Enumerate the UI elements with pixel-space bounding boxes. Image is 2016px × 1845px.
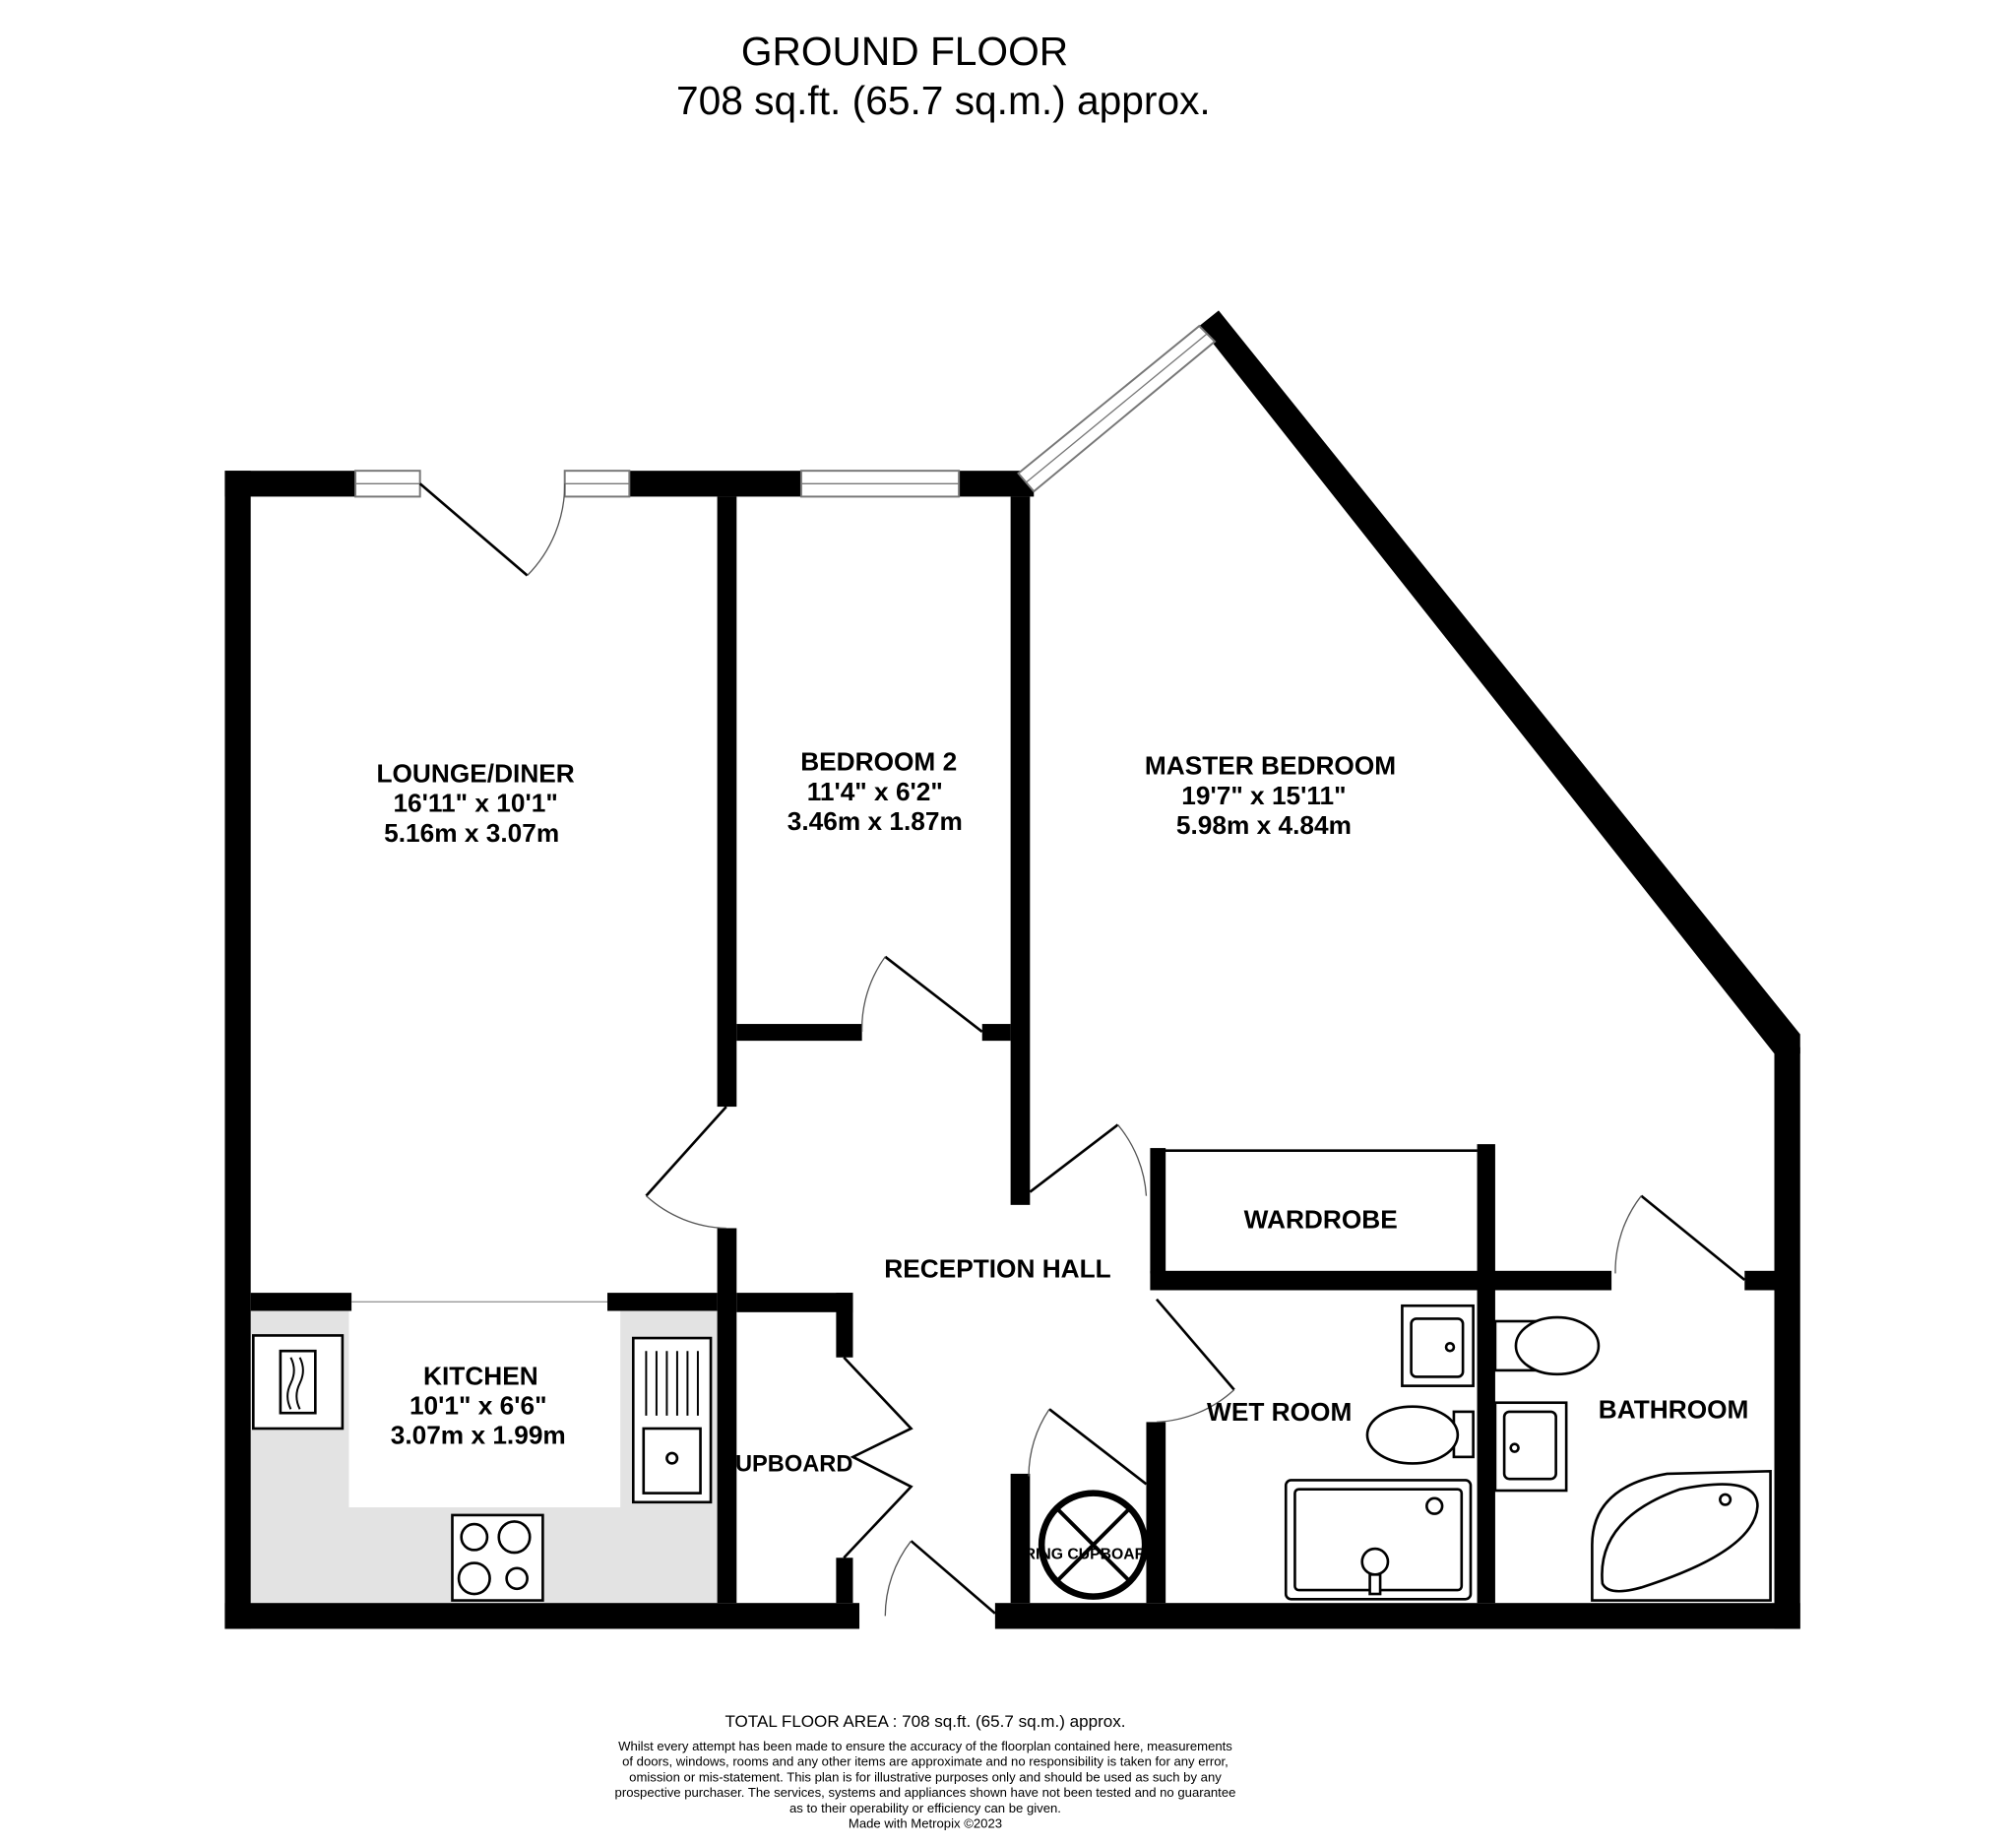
wetroom-toilet-icon <box>1365 1405 1475 1465</box>
room-name: KITCHEN <box>423 1361 538 1390</box>
room-master-bedroom: MASTER BEDROOM 19'7" x 15'11" 5.98m x 4.… <box>1145 751 1396 840</box>
disclaimer-line: omission or mis-statement. This plan is … <box>629 1769 1222 1784</box>
disclaimer: Whilst every attempt has been made to en… <box>615 1739 1236 1831</box>
corner-bath-icon <box>1591 1469 1772 1602</box>
disclaimer-line: prospective purchaser. The services, sys… <box>615 1785 1236 1800</box>
room-cupboard: CUPBOARD <box>719 1451 853 1477</box>
washing-machine-icon <box>252 1334 345 1431</box>
room-imperial: 10'1" x 6'6" <box>410 1391 547 1421</box>
disclaimer-line: as to their operability or efficiency ca… <box>789 1801 1061 1815</box>
room-reception-hall: RECEPTION HALL <box>884 1253 1110 1283</box>
room-name: MASTER BEDROOM <box>1145 751 1396 781</box>
hob-icon <box>451 1513 544 1602</box>
wetroom-basin-icon <box>1401 1304 1475 1387</box>
windows <box>354 324 1217 498</box>
disclaimer-line: Whilst every attempt has been made to en… <box>618 1739 1232 1753</box>
room-kitchen: KITCHEN 10'1" x 6'6" 3.07m x 1.99m <box>391 1361 566 1449</box>
room-metric: 5.16m x 3.07m <box>384 818 559 848</box>
room-imperial: 11'4" x 6'2" <box>807 777 943 806</box>
room-lounge: LOUNGE/DINER 16'11" x 10'1" 5.16m x 3.07… <box>376 759 574 848</box>
room-wet-room: WET ROOM <box>1207 1397 1352 1427</box>
walls <box>224 310 1800 1629</box>
airing-cupboard-tank-icon <box>1038 1490 1149 1600</box>
fixtures <box>252 1304 1772 1602</box>
shower-tray-icon <box>1284 1479 1473 1601</box>
total-floor-area: TOTAL FLOOR AREA : 708 sq.ft. (65.7 sq.m… <box>724 1712 1125 1731</box>
room-imperial: 16'11" x 10'1" <box>393 789 557 818</box>
room-bathroom: BATHROOM <box>1599 1394 1749 1424</box>
room-bedroom-2: BEDROOM 2 11'4" x 6'2" 3.46m x 1.87m <box>788 747 963 836</box>
bathroom-toilet-icon <box>1493 1315 1601 1376</box>
kitchen-worktop <box>250 1310 718 1604</box>
room-metric: 3.46m x 1.87m <box>788 806 963 836</box>
disclaimer-line: of doors, windows, rooms and any other i… <box>622 1754 1228 1769</box>
room-metric: 5.98m x 4.84m <box>1176 810 1352 840</box>
bathroom-basin-icon <box>1493 1401 1568 1493</box>
doors <box>418 482 1746 1617</box>
room-airing-cupboard: AIRING CUPBOARD <box>1009 1547 1158 1563</box>
room-imperial: 19'7" x 15'11" <box>1181 781 1346 810</box>
credit: Made with Metropix ©2023 <box>849 1816 1002 1831</box>
floor-area: 708 sq.ft. (65.7 sq.m.) approx. <box>676 78 1211 123</box>
sink-icon <box>631 1336 713 1504</box>
floor-title: GROUND FLOOR <box>741 29 1068 74</box>
room-wardrobe: WARDROBE <box>1244 1204 1398 1234</box>
room-name: LOUNGE/DINER <box>376 759 574 789</box>
room-name: BEDROOM 2 <box>800 747 957 777</box>
room-metric: 3.07m x 1.99m <box>391 1421 566 1450</box>
